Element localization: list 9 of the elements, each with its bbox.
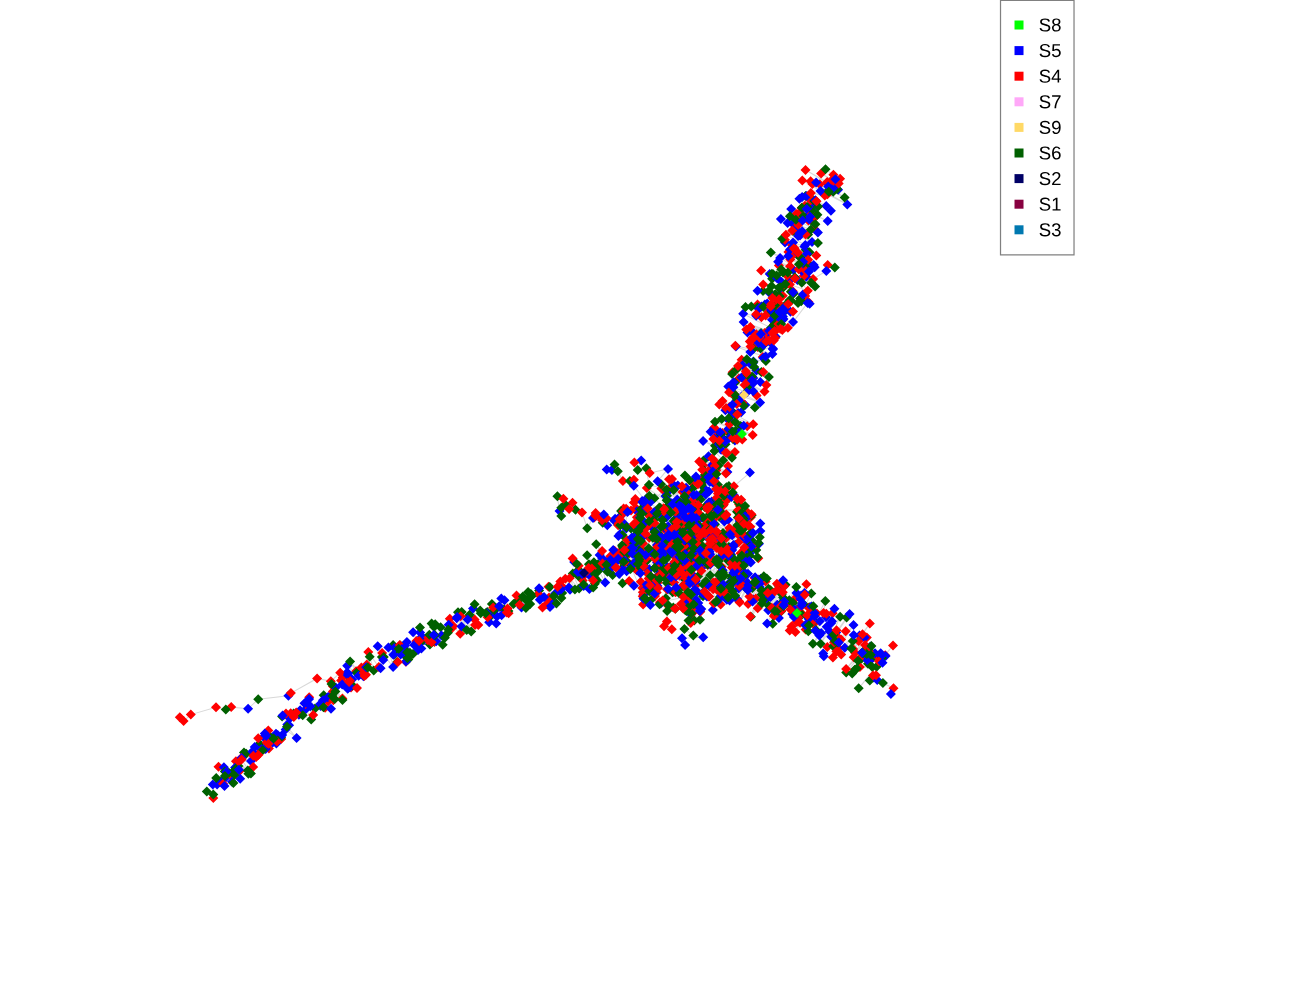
legend-label: S8 bbox=[1039, 18, 1061, 32]
legend-label: S7 bbox=[1039, 95, 1061, 109]
legend-label: S9 bbox=[1039, 120, 1061, 134]
legend-label: S1 bbox=[1039, 197, 1061, 211]
legend-label: S2 bbox=[1039, 172, 1061, 186]
legend-label: S4 bbox=[1039, 69, 1061, 83]
legend-label: S6 bbox=[1039, 146, 1061, 160]
legend-label: S5 bbox=[1039, 44, 1061, 58]
legend-label: S3 bbox=[1039, 223, 1061, 237]
